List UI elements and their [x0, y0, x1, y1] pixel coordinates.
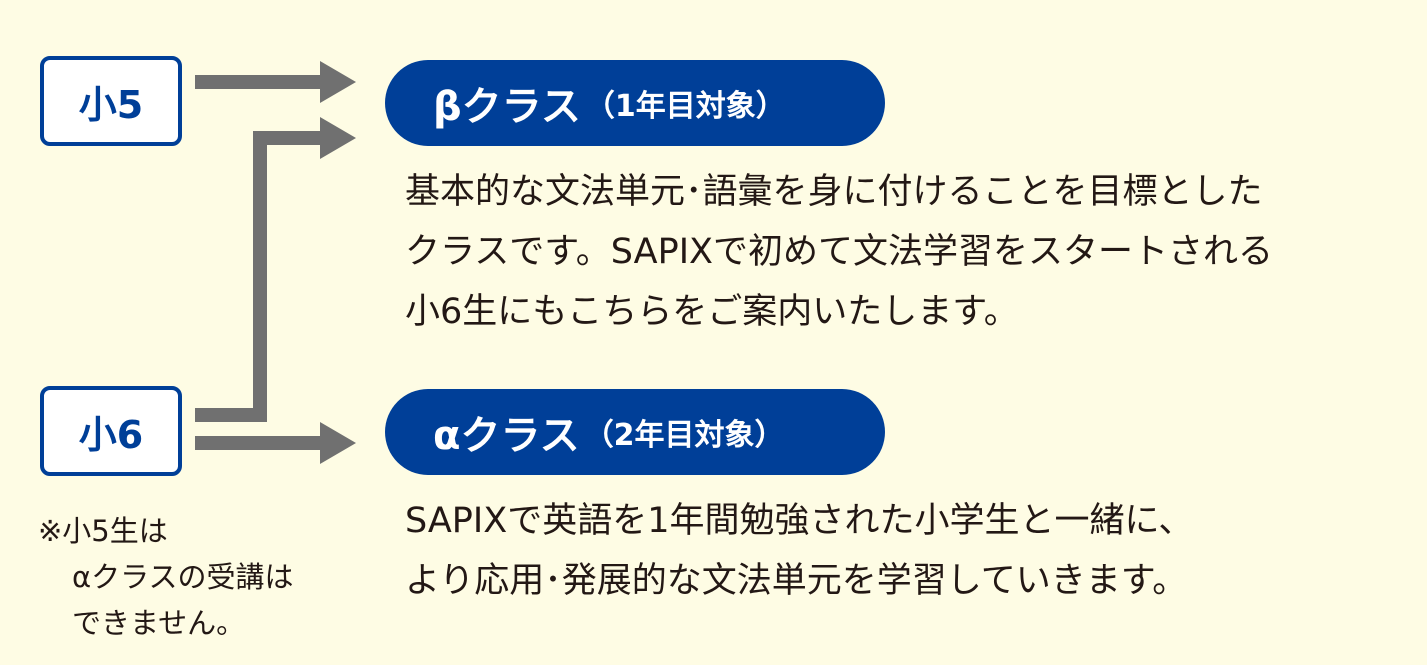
- beta-class-header: βクラス （1年目対象）: [385, 60, 885, 146]
- note-line: できません。: [72, 606, 246, 640]
- beta-title: βクラス: [433, 84, 581, 130]
- alpha-subtitle: （2年目対象）: [583, 418, 785, 453]
- grade5-note: ※小5生は αクラスの受講は できません。: [38, 508, 294, 646]
- grade-box-6: 小6: [40, 386, 182, 476]
- note-line: αクラスの受講は: [72, 560, 294, 594]
- beta-line: 基本的な文法単元･語彙を身に付けることを目標とした: [405, 172, 1263, 212]
- alpha-title: αクラス: [433, 413, 580, 459]
- alpha-class-header: αクラス （2年目対象）: [385, 389, 885, 475]
- note-line: ※小5生は: [38, 514, 168, 548]
- alpha-line: より応用･発展的な文法単元を学習していきます。: [405, 561, 1188, 601]
- beta-line: 小6生にもこちらをご案内いたします。: [405, 292, 1019, 332]
- alpha-description: SAPIXで英語を1年間勉強された小学生と一緒に、 より応用･発展的な文法単元を…: [405, 491, 1193, 611]
- grade-6-label: 小6: [78, 412, 144, 457]
- beta-subtitle: （1年目対象）: [584, 89, 786, 124]
- alpha-line: SAPIXで英語を1年間勉強された小学生と一緒に、: [405, 501, 1194, 541]
- grade-5-label: 小5: [78, 82, 144, 127]
- beta-line: クラスです。SAPIXで初めて文法学習をスタートされる: [405, 232, 1274, 272]
- grade-box-5: 小5: [40, 56, 182, 146]
- beta-description: 基本的な文法単元･語彙を身に付けることを目標とした クラスです。SAPIXで初め…: [405, 162, 1273, 342]
- arrow-g6-to-beta: [195, 117, 356, 422]
- arrow-g6-to-alpha: [195, 422, 356, 464]
- arrow-g5-to-beta: [195, 61, 356, 103]
